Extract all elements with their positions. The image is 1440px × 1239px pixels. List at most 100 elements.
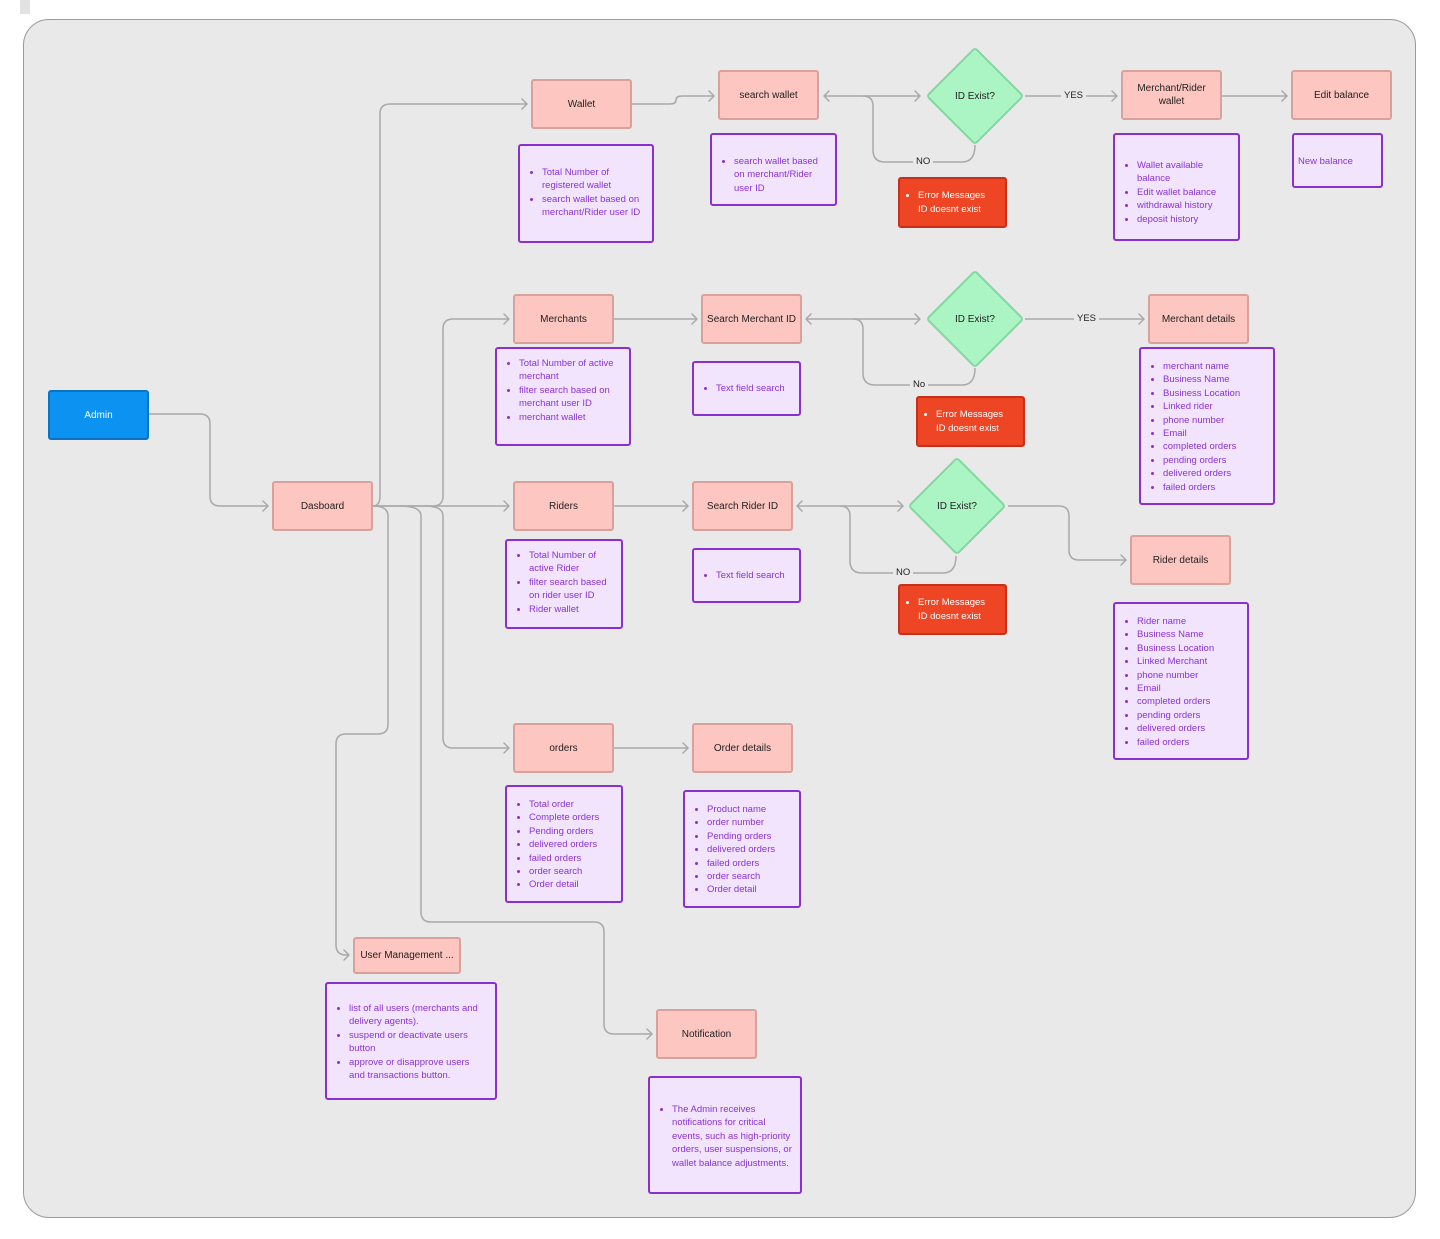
edge-admin-dashboard [149,413,268,507]
edge-label-merchant-yes: YES [1074,313,1100,325]
note-item: Total order [529,798,613,811]
error-message: Error Messages ID doesnt exist [936,408,1015,435]
riders-note: Total Number of active Riderfilter searc… [505,539,623,629]
note-item: search wallet based on merchant/Rider us… [542,193,644,220]
search-rider-note: Text field search [692,548,801,603]
search-merchant-id-node[interactable]: Search Merchant ID [701,294,802,344]
arrowhead-orderdetails [682,742,689,754]
note-item: Order detail [529,878,613,891]
merchant-id-exist-decision[interactable]: ID Exist? [925,269,1025,369]
edit-balance-note: New balance [1292,133,1383,188]
note-item: deposit history [1137,213,1230,226]
edge-rider-details [1008,505,1126,561]
arrowhead-editbalance [1281,90,1288,102]
note-item: pending orders [1137,709,1239,722]
arrowhead-notification [646,1028,653,1040]
note-item: Business Name [1137,628,1239,641]
wallet-node[interactable]: Wallet [531,79,632,129]
note-item: merchant name [1163,360,1265,373]
arrowhead-mrwallet [1111,90,1118,102]
merchant-rider-wallet-node[interactable]: Merchant/Rider wallet [1121,70,1222,120]
note-item: Pending orders [529,825,613,838]
note-item: suspend or deactivate users button [349,1029,487,1056]
note-item: Text field search [716,569,791,582]
edge-dashboard-usermgmt [335,505,389,956]
edge-wallet-no [862,95,976,163]
arrowhead-searchrider [682,500,689,512]
note-item: Wallet available balance [1137,159,1230,186]
notification-node[interactable]: Notification [656,1009,757,1059]
note-item: Rider wallet [529,603,613,616]
arrowhead-searchwallet [708,90,715,102]
note-item: search wallet based on merchant/Rider us… [734,155,827,195]
search-merchant-note: Text field search [692,361,801,416]
note-item: completed orders [1163,440,1265,453]
rider-id-exist-decision[interactable]: ID Exist? [907,456,1007,556]
arrowhead-riderdiamond [897,500,904,512]
note-item: Total Number of active merchant [519,357,621,384]
arrowhead-dashboard [262,500,269,512]
edge-merchant-no [852,318,976,386]
note-item: Pending orders [707,830,791,843]
note-item: failed orders [1163,481,1265,494]
rider-details-node[interactable]: Rider details [1130,535,1231,585]
merchant-error-box: Error Messages ID doesnt exist [916,396,1025,447]
note-item: failed orders [707,857,791,870]
user-management-node[interactable]: User Management ... [353,937,461,974]
edge-label-rider-no: NO [893,567,914,579]
corner-marker [20,0,30,14]
orders-node[interactable]: orders [513,723,614,773]
arrowhead-searchmerchant [691,313,698,325]
order-details-node[interactable]: Order details [692,723,793,773]
arrowhead-wallet [521,98,528,110]
note-item: failed orders [1137,736,1239,749]
note-item: Rider name [1137,615,1239,628]
user-management-note: list of all users (merchants and deliver… [325,982,497,1100]
arrowhead-orders [503,742,510,754]
notification-note: The Admin receives notifications for cri… [648,1076,802,1194]
merchants-node[interactable]: Merchants [513,294,614,344]
note-item: filter search based on merchant user ID [519,384,621,411]
order-details-note: Product nameorder numberPending ordersde… [683,790,801,908]
merchants-note: Total Number of active merchantfilter se… [495,347,631,446]
note-item: withdrawal history [1137,199,1230,212]
arrowhead-searchwallet-back [823,90,830,102]
note-item: order search [707,870,791,883]
arrowhead-usermgmt [343,949,350,961]
note-item: Linked Merchant [1137,655,1239,668]
note-item: Complete orders [529,811,613,824]
admin-node[interactable]: Admin [48,390,149,440]
arrowhead-searchmerchant-back [805,313,812,325]
note-item: order search [529,865,613,878]
note-item: The Admin receives notifications for cri… [672,1103,792,1170]
riders-node[interactable]: Riders [513,481,614,531]
note-item: pending orders [1163,454,1265,467]
decision-label: ID Exist? [954,90,995,102]
wallet-id-exist-decision[interactable]: ID Exist? [925,46,1025,146]
search-wallet-node[interactable]: search wallet [718,70,819,120]
note-item: Order detail [707,883,791,896]
note-item: Email [1163,427,1265,440]
search-rider-id-node[interactable]: Search Rider ID [692,481,793,531]
note-item: Linked rider [1163,400,1265,413]
edge-wallet-search [632,95,714,105]
note-item: delivered orders [707,843,791,856]
note-item: Total Number of active Rider [529,549,613,576]
note-item: delivered orders [1163,467,1265,480]
note-item: Total Number of registered wallet [542,166,644,193]
search-wallet-note: search wallet based on merchant/Rider us… [710,133,837,206]
edge-label-wallet-no: NO [913,156,934,168]
arrowhead-merchantdiamond [914,313,921,325]
arrowhead-merchants [503,313,510,325]
dashboard-node[interactable]: Dasboard [272,481,373,531]
edit-balance-node[interactable]: Edit balance [1291,70,1392,120]
arrowhead-walletdiamond [914,90,921,102]
note-item: Edit wallet balance [1137,186,1230,199]
merchant-details-node[interactable]: Merchant details [1148,294,1249,344]
arrowhead-riders [503,500,510,512]
note-item: Business Name [1163,373,1265,386]
arrowhead-searchrider-back [796,500,803,512]
arrowhead-merchantdetails [1138,313,1145,325]
note-item: filter search based on rider user ID [529,576,613,603]
